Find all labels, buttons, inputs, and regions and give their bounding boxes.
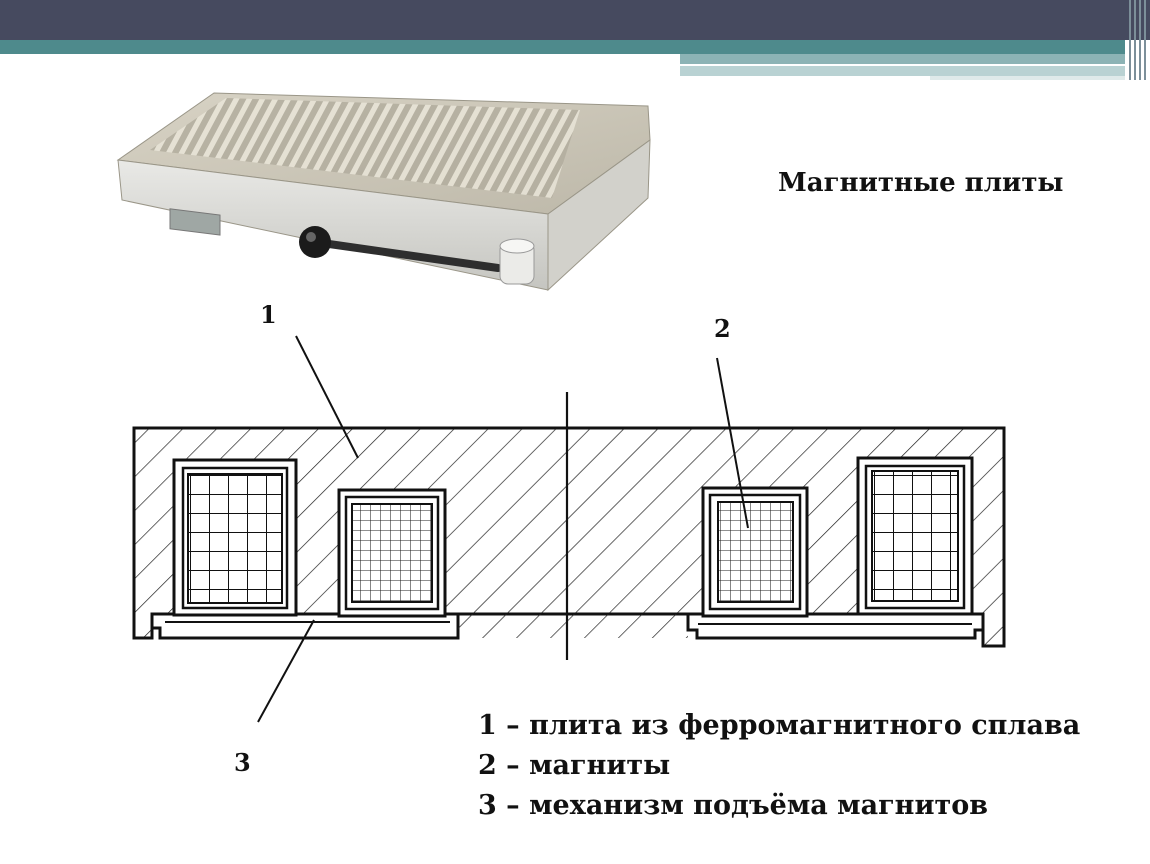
header-corner-stripes	[1125, 0, 1150, 80]
magnet-small-left	[337, 488, 447, 618]
magnet-large-left	[172, 458, 298, 617]
magnetic-plate-photo	[116, 92, 651, 292]
lifting-mechanism-rail-right	[686, 612, 985, 640]
magnet-large-right	[856, 456, 974, 616]
callout-label-1: 1	[260, 300, 277, 329]
slide-title: Магнитные плиты	[778, 168, 1064, 198]
legend-item-1: 1 – плита из ферромагнитного сплава	[478, 710, 1081, 741]
legend: 1 – плита из ферромагнитного сплава 2 – …	[478, 706, 1080, 826]
slide-header-bar	[0, 0, 1150, 40]
callout-label-2: 2	[714, 314, 731, 343]
magnet-small-right	[701, 486, 809, 618]
callout-label-3: 3	[234, 748, 251, 777]
cross-section-diagram	[132, 335, 1006, 723]
header-accent-band	[0, 40, 1125, 54]
leader-line-3	[257, 619, 315, 723]
header-accent-band-light	[680, 54, 1125, 64]
header-accent-band-lighter	[680, 66, 1125, 76]
header-accent-band-lightest	[930, 76, 1125, 80]
legend-item-3: 3 – механизм подъёма магнитов	[478, 790, 988, 821]
leader-line-1	[295, 335, 359, 459]
legend-item-2: 2 – магниты	[478, 750, 671, 781]
leader-line-2	[716, 357, 749, 529]
